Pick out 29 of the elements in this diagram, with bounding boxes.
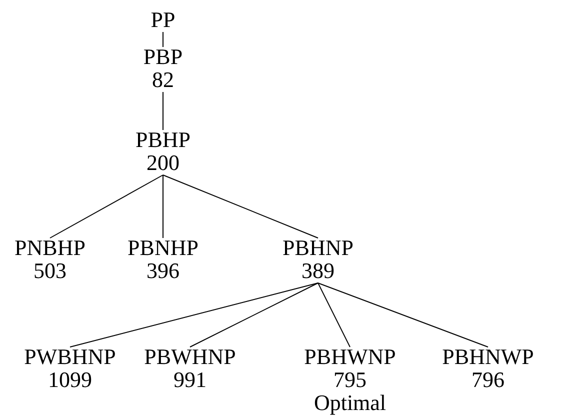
node-label: PBHNWP — [441, 345, 535, 368]
node-label: PWBHNP — [23, 345, 117, 368]
tree-edge — [190, 282, 318, 348]
node-value: 389 — [300, 259, 336, 282]
node-value: 795 — [332, 368, 368, 391]
tree-edge — [162, 92, 164, 130]
tree-edge — [50, 174, 164, 238]
node-value: 503 — [32, 259, 68, 282]
node-value: 796 — [470, 368, 506, 391]
node-value: 991 — [172, 368, 208, 391]
node-label: PBWHNP — [143, 345, 237, 368]
node-value: 82 — [151, 68, 175, 91]
tree-edge — [318, 282, 350, 348]
node-label: PBHNP — [282, 236, 354, 259]
node-label: PNBHP — [14, 236, 86, 259]
node-value: 200 — [146, 151, 180, 174]
node-label: PP — [150, 8, 176, 31]
tree-edge — [162, 32, 164, 48]
tree-edge — [318, 282, 488, 348]
node-label: PBP — [142, 45, 184, 68]
node-label: PBHP — [134, 128, 192, 151]
tree-edge — [162, 174, 164, 238]
tree-edge — [70, 282, 318, 348]
node-value: 396 — [146, 259, 180, 282]
node-label: PBHWNP — [303, 345, 397, 368]
tree-edge — [162, 174, 318, 238]
node-value: 1099 — [47, 368, 93, 391]
node-label: PBNHP — [126, 236, 200, 259]
node-note: Optimal — [312, 391, 388, 414]
